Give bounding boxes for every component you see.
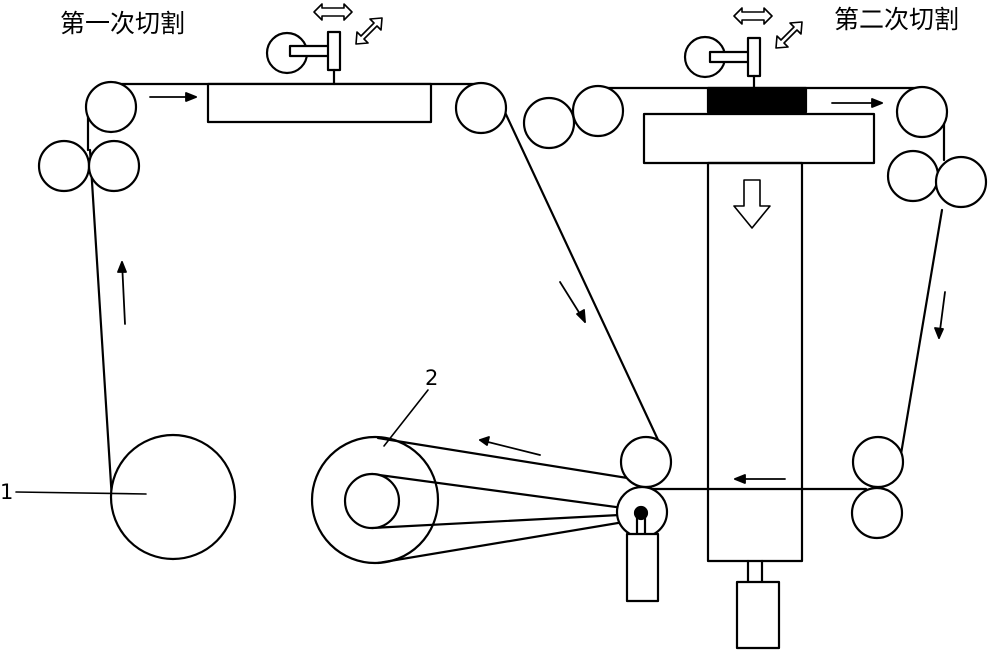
roller-bottom-upper: [619, 435, 673, 489]
second-entry-roller-group: [522, 84, 625, 150]
roller-first-exit: [454, 81, 508, 135]
belt-inner-top: [370, 472, 640, 512]
leader-line-2: [383, 389, 429, 447]
arrow-right-icon: [149, 92, 197, 102]
roller-right-mid-a: [886, 149, 940, 203]
roller-second-entry-a: [522, 96, 576, 150]
first-diagonal-move-arrow-icon: [355, 17, 383, 45]
roller-left-top: [84, 80, 138, 134]
second-horizontal-move-arrow-icon: [733, 7, 773, 25]
belt-inner-bottom: [370, 512, 640, 530]
arrow-left-icon: [479, 436, 541, 456]
second-cut-blade-block: [706, 86, 808, 114]
film-right-down: [898, 208, 944, 462]
arrow-right-icon-second: [831, 98, 883, 108]
roller-second-entry-b: [571, 84, 625, 138]
second-cut-platform: [642, 112, 876, 165]
arrow-down-right-icon: [559, 281, 586, 323]
first-cutter-assembly: [265, 3, 383, 86]
second-cutter-holder: [746, 36, 762, 78]
roller-right-top: [895, 85, 949, 139]
belt-outer-top: [376, 436, 642, 482]
second-cut-title: 第二次切割: [834, 5, 960, 34]
roller-right-low-a: [851, 435, 905, 489]
rewind-roll-2-outer: [310, 435, 440, 565]
arrow-left-icon-bottom: [734, 474, 786, 484]
roller-right-low-b: [850, 486, 904, 540]
roller-left-mid-b: [87, 139, 141, 193]
second-cut-column: [706, 161, 804, 563]
leader-line-1: [15, 491, 147, 495]
direction-arrows: [117, 92, 946, 484]
first-cutter-holder: [326, 30, 342, 72]
belt-outer-bottom: [376, 518, 638, 565]
left-roller-group: [37, 80, 141, 193]
first-cut-platform: [206, 82, 433, 124]
tension-cylinder: [625, 532, 660, 603]
right-roller-group: [850, 85, 988, 540]
column-motor: [735, 580, 781, 650]
rewind-roll-2-inner: [343, 472, 401, 530]
film-diagonal-down: [501, 106, 668, 459]
callout-label-2: 2: [425, 366, 439, 390]
film-left-up: [88, 148, 114, 502]
arrow-up-icon: [117, 261, 127, 325]
first-cut-title: 第一次切割: [60, 9, 186, 38]
film-path: [86, 82, 946, 565]
roller-right-mid-b: [934, 155, 988, 209]
first-horizontal-move-arrow-icon: [313, 3, 353, 21]
arrow-down-icon: [934, 291, 946, 339]
second-diagonal-move-arrow-icon: [775, 21, 803, 49]
down-arrow-icon: [733, 179, 771, 229]
callout-label-1: 1: [0, 480, 14, 504]
second-cutter-assembly: [683, 7, 803, 90]
roller-left-mid-a: [37, 139, 91, 193]
unwind-roll-1: [109, 433, 237, 561]
